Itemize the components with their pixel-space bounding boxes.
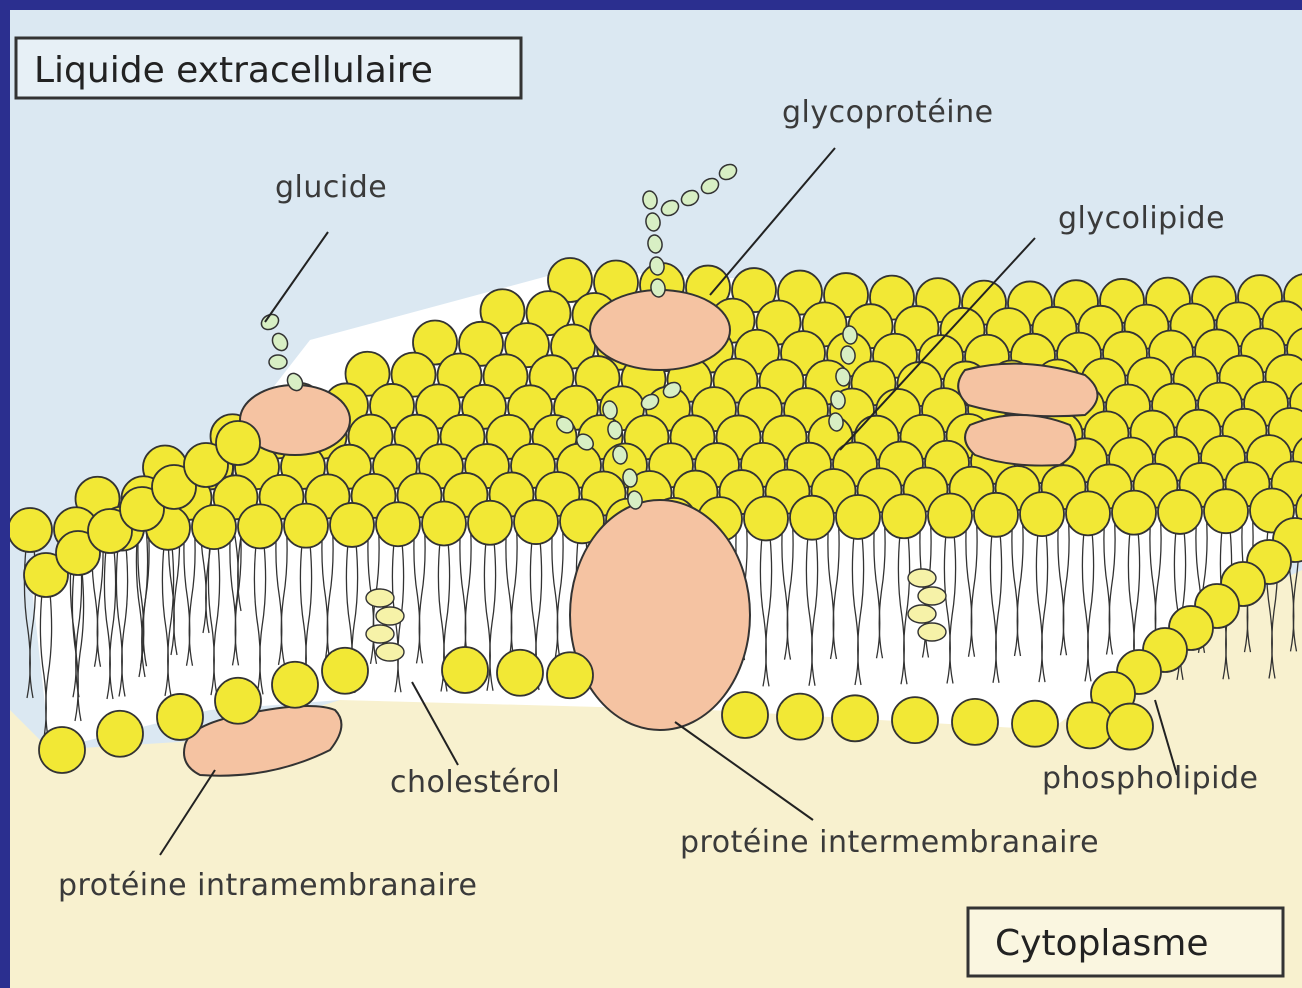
cholesterol-ring bbox=[376, 643, 404, 661]
phospholipid-head bbox=[1112, 491, 1156, 535]
phospholipid-head bbox=[1067, 702, 1113, 748]
phospholipid-head bbox=[376, 502, 420, 546]
phospholipid-head bbox=[216, 421, 260, 465]
phospholipid-head bbox=[192, 505, 236, 549]
phospholipid-head bbox=[468, 501, 512, 545]
phospholipid-head bbox=[1107, 704, 1153, 750]
label-glycolipide: glycolipide bbox=[1058, 201, 1225, 236]
label-glucide: glucide bbox=[275, 170, 387, 205]
cytoplasm-box-label: Cytoplasme bbox=[995, 923, 1208, 964]
phospholipid-head bbox=[422, 501, 466, 545]
phospholipid-head bbox=[1158, 490, 1202, 534]
membrane-diagram-frame: glucide glycoprotéine glycolipide choles… bbox=[10, 10, 1302, 988]
phospholipid-head bbox=[744, 496, 788, 540]
cholesterol-ring bbox=[908, 605, 936, 623]
phospholipid-head bbox=[157, 694, 203, 740]
phospholipid-head bbox=[836, 495, 880, 539]
cholesterol-ring bbox=[366, 625, 394, 643]
phospholipid-head bbox=[272, 662, 318, 708]
phospholipid-head bbox=[514, 500, 558, 544]
phospholipid-head bbox=[892, 697, 938, 743]
phospholipid-head bbox=[974, 493, 1018, 537]
cholesterol-ring bbox=[918, 623, 946, 641]
label-cholesterol: cholestérol bbox=[390, 765, 560, 800]
phospholipid-head bbox=[1204, 489, 1248, 533]
phospholipid-head bbox=[928, 494, 972, 538]
label-proteine-intermembranaire: protéine intermembranaire bbox=[680, 825, 1099, 860]
phospholipid-head bbox=[1066, 491, 1110, 535]
phospholipid-head bbox=[547, 652, 593, 698]
glucide-unit bbox=[269, 355, 287, 369]
phospholipid-head bbox=[322, 648, 368, 694]
extracellular-box-label: Liquide extracellulaire bbox=[34, 50, 433, 91]
phospholipid-head bbox=[330, 503, 374, 547]
membrane-diagram: glucide glycoprotéine glycolipide choles… bbox=[10, 10, 1302, 988]
label-phospholipide: phospholipide bbox=[1042, 761, 1259, 796]
phospholipid-head bbox=[952, 699, 998, 745]
intermembrane-protein bbox=[570, 500, 750, 730]
phospholipid-head bbox=[284, 504, 328, 548]
phospholipid-head bbox=[215, 678, 261, 724]
phospholipid-head bbox=[442, 647, 488, 693]
phospholipid-head bbox=[832, 695, 878, 741]
phospholipid-head bbox=[238, 504, 282, 548]
phospholipid-head bbox=[97, 711, 143, 757]
intramembrane-protein-top-right-2 bbox=[965, 415, 1076, 466]
phospholipid-head bbox=[777, 694, 823, 740]
phospholipid-head bbox=[1012, 701, 1058, 747]
phospholipid-head bbox=[1020, 492, 1064, 536]
label-proteine-intramembranaire: protéine intramembranaire bbox=[58, 868, 478, 903]
label-glycoproteine: glycoprotéine bbox=[782, 95, 994, 130]
cholesterol-ring bbox=[918, 587, 946, 605]
phospholipid-head bbox=[39, 727, 85, 773]
phospholipid-head bbox=[497, 650, 543, 696]
cholesterol-ring bbox=[376, 607, 404, 625]
cholesterol-ring bbox=[366, 589, 394, 607]
phospholipid-head bbox=[722, 692, 768, 738]
phospholipid-head bbox=[10, 508, 52, 552]
glycoprotein-protein bbox=[590, 290, 730, 370]
cholesterol-ring bbox=[908, 569, 936, 587]
phospholipid-head bbox=[882, 494, 926, 538]
phospholipid-head bbox=[790, 496, 834, 540]
